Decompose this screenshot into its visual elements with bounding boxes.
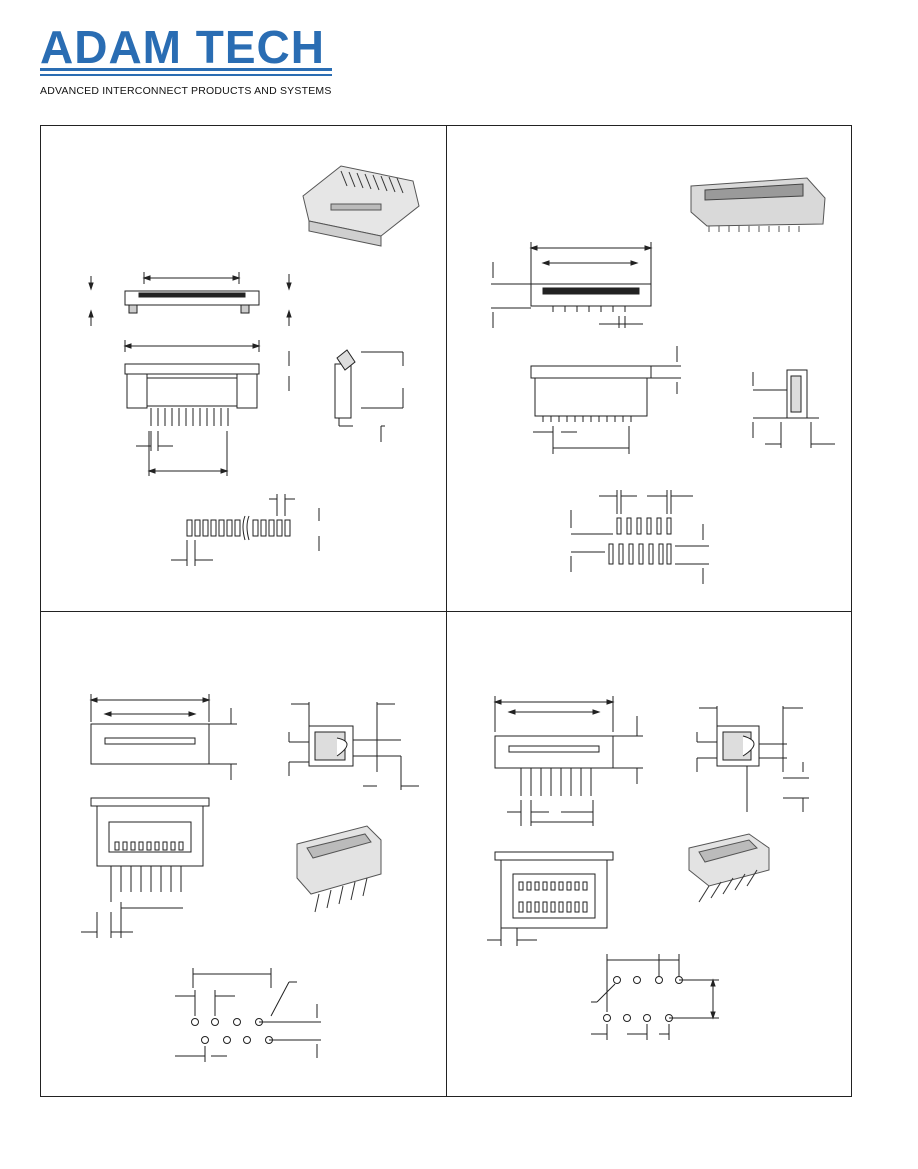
company-logo: ADAM TECH [40, 24, 340, 98]
pcb-footprint [175, 968, 321, 1062]
product-photo [688, 833, 770, 903]
panel-bottom-left [81, 694, 419, 1062]
pcb-footprint [171, 494, 320, 566]
panel-divider-horizontal [40, 611, 852, 612]
logo-text: ADAM TECH [40, 21, 325, 73]
pcb-footprint [591, 954, 719, 1040]
logo-rule [40, 68, 332, 71]
pcb-footprint [570, 490, 709, 584]
product-photo [690, 177, 826, 232]
panel-bottom-right [487, 696, 809, 1040]
panel-top-right [491, 177, 835, 584]
product-photo [302, 165, 420, 247]
logo-rule [40, 74, 332, 76]
company-tagline: ADVANCED INTERCONNECT PRODUCTS AND SYSTE… [40, 85, 332, 97]
product-photo [296, 825, 382, 913]
panel-top-left [88, 165, 420, 566]
